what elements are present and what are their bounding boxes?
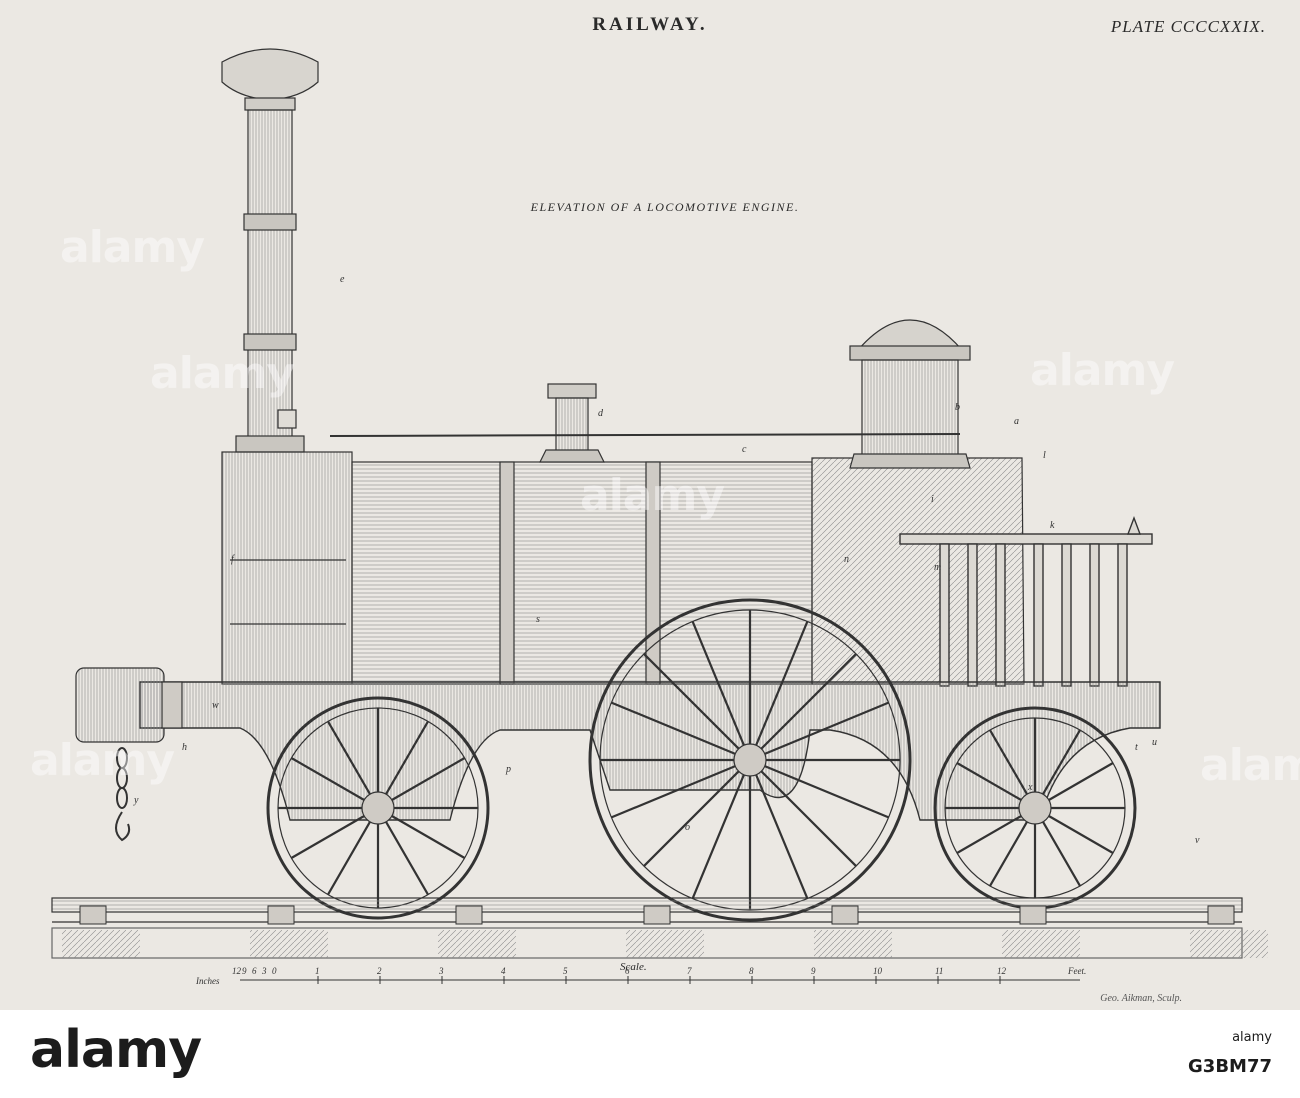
part-labels: a b c d e f h i k l m n o p s t u v w x y bbox=[133, 274, 1200, 846]
sleeper bbox=[1190, 930, 1268, 958]
scale-tick-label: 7 bbox=[687, 966, 692, 976]
wheel bbox=[933, 706, 1137, 910]
scale-inches-label: Inches bbox=[195, 976, 220, 986]
sleeper bbox=[62, 930, 140, 958]
part-label-b: b bbox=[955, 402, 960, 413]
watermark: alamy bbox=[150, 348, 295, 399]
part-label-e: e bbox=[340, 274, 345, 285]
firebox bbox=[811, 457, 1025, 685]
sleeper-chair bbox=[267, 905, 295, 925]
watermark: alamy bbox=[60, 222, 205, 273]
part-label-x: x bbox=[1027, 782, 1033, 793]
regulator-rod bbox=[329, 433, 961, 437]
part-label-v: v bbox=[1195, 835, 1200, 846]
footer-site: alamy bbox=[1232, 1030, 1272, 1045]
sleeper-chair bbox=[455, 905, 483, 925]
chimney-crown bbox=[221, 48, 319, 101]
scale-tick-label: 1 bbox=[315, 966, 320, 976]
coupling-chain bbox=[115, 747, 131, 842]
diagram-caption: ELEVATION OF A LOCOMOTIVE ENGINE. bbox=[530, 200, 800, 214]
brand-logo[interactable]: alamy bbox=[30, 1020, 202, 1080]
scale-tick-label: 3 bbox=[438, 966, 444, 976]
buffer bbox=[75, 667, 183, 743]
chimney bbox=[221, 48, 319, 453]
part-label-n: n bbox=[844, 554, 849, 565]
scale-tick-label: 5 bbox=[563, 966, 568, 976]
engraver-credit: Geo. Aikman, Sculp. bbox=[1100, 993, 1182, 1004]
wheel bbox=[588, 598, 912, 922]
part-label-w: w bbox=[212, 700, 219, 711]
plate-number: PLATE CCCCXXIX. bbox=[1110, 17, 1266, 36]
part-label-k: k bbox=[1050, 520, 1055, 531]
watermark: alamy bbox=[580, 470, 725, 521]
part-label-l: l bbox=[1043, 450, 1046, 461]
sleeper-chair bbox=[831, 905, 859, 925]
scale-tick-label: 3 bbox=[261, 966, 267, 976]
watermark: alamy bbox=[30, 735, 175, 786]
part-label-p: p bbox=[505, 764, 511, 775]
sleeper-chair bbox=[1207, 905, 1235, 925]
sleeper-chair bbox=[643, 905, 671, 925]
stock-footer: alamy alamy G3BM77 bbox=[0, 1010, 1300, 1098]
sleeper bbox=[814, 930, 892, 958]
part-label-t: t bbox=[1135, 742, 1138, 753]
part-label-h: h bbox=[182, 742, 187, 753]
part-label-o: o bbox=[685, 822, 690, 833]
part-label-a: a bbox=[1014, 416, 1019, 427]
part-label-c: c bbox=[742, 444, 747, 455]
image-code: G3BM77 bbox=[1188, 1056, 1272, 1077]
scale-tick-label: 6 bbox=[625, 966, 630, 976]
footplate-railing bbox=[899, 516, 1153, 687]
engraving-plate: RAILWAY. PLATE CCCCXXIX. ELEVATION OF A … bbox=[0, 0, 1300, 1010]
scale-tick-label: 12 bbox=[232, 966, 242, 976]
part-label-s: s bbox=[536, 614, 540, 625]
part-label-i: i bbox=[931, 494, 934, 505]
boiler bbox=[351, 461, 813, 685]
scale-tick-label: 10 bbox=[873, 966, 883, 976]
sleeper bbox=[438, 930, 516, 958]
sleeper bbox=[1002, 930, 1080, 958]
sleeper-chair bbox=[1019, 905, 1047, 925]
scale-tick-label: 6 bbox=[252, 966, 257, 976]
sleeper-chair bbox=[79, 905, 107, 925]
safety-valve-column bbox=[539, 383, 605, 463]
wheel bbox=[266, 696, 490, 920]
steam-dome bbox=[849, 319, 971, 469]
scale-tick-label: 9 bbox=[242, 966, 247, 976]
part-label-d: d bbox=[598, 408, 604, 419]
sleepers bbox=[62, 905, 1268, 958]
plate-title: RAILWAY. bbox=[592, 14, 708, 35]
scale-tick-label: 0 bbox=[272, 966, 277, 976]
scale-tick-label: 12 bbox=[997, 966, 1007, 976]
scale-tick-label: 8 bbox=[749, 966, 754, 976]
scale-feet-label: Feet. bbox=[1067, 966, 1086, 976]
part-label-y: y bbox=[133, 795, 139, 806]
wheels bbox=[266, 598, 1137, 922]
watermark: alamy bbox=[1030, 345, 1175, 396]
main-frame bbox=[139, 681, 1161, 821]
sleeper bbox=[626, 930, 704, 958]
part-label-m: m bbox=[934, 562, 941, 573]
sleeper bbox=[250, 930, 328, 958]
scale-caption: Scale. bbox=[620, 961, 647, 973]
part-label-f: f bbox=[231, 554, 235, 565]
smokebox bbox=[221, 451, 353, 685]
scale-tick-label: 4 bbox=[501, 966, 506, 976]
scale-tick-label: 11 bbox=[935, 966, 943, 976]
scale-tick-label: 2 bbox=[377, 966, 382, 976]
watermark: alamy bbox=[1200, 740, 1300, 791]
part-label-u: u bbox=[1152, 737, 1157, 748]
scale-tick-label: 9 bbox=[811, 966, 816, 976]
